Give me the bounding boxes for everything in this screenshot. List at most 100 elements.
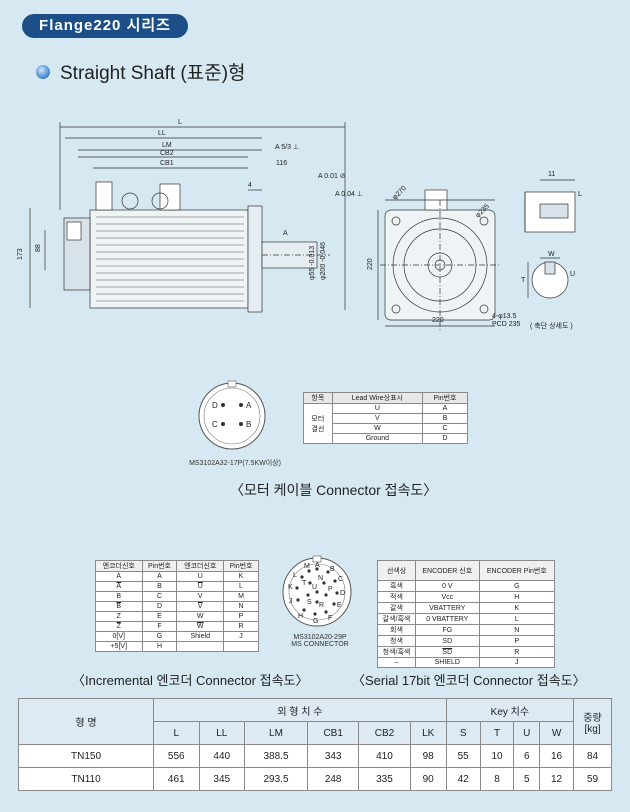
pin-label-A: A [315,562,320,569]
inc-cell: E [141,611,178,622]
dim-cell: 5 [513,767,541,791]
inc-cell: W [176,611,224,622]
inc-cell: D [141,601,178,612]
dim-cell: 55 [445,744,481,768]
inc-cell: R [222,621,260,632]
serial-cell: 흑색 [377,580,416,592]
inc-cell: A [95,571,143,582]
lead-cell: U [331,403,424,414]
serial-cell: SHIELD [414,657,480,668]
serial-cell: 갈색 [377,602,416,614]
serial-cell: H [478,591,556,603]
lead-cell: C [422,423,468,434]
inc-cell: A [141,571,178,582]
dim-cell: TN110 [18,767,154,791]
dim-cell: 12 [539,767,574,791]
table-row: TN110 461 345 293.5 248 335 90 42 8 5 12… [18,767,612,791]
dim-cell: 556 [153,744,200,768]
dim-cell: 16 [539,744,574,768]
dim-col: L [153,721,200,745]
serial-caption: 〈Serial 17bit 엔코더 Connector 접속도〉 [352,673,586,688]
lead-cell: D [422,433,468,444]
svg-text:11: 11 [548,171,555,178]
svg-text:PCD 235: PCD 235 [492,321,521,328]
svg-text:φ270: φ270 [391,185,407,201]
inc-cell: N [222,601,260,612]
dim-cell: 345 [198,767,245,791]
dim-col: LL [198,721,245,745]
pin-label-K: K [288,584,293,591]
bullet-icon [36,64,50,79]
inc-cell: V [176,601,224,612]
dim-cell: 42 [445,767,481,791]
serial-cell: P [478,635,556,647]
motor-drawing: L LL LM CB2 CB1 116 4 173 88 220 220 A A… [17,119,582,330]
dim-cell: 461 [153,767,200,791]
pin-label-M: M [304,563,310,570]
svg-text:A: A [283,230,288,237]
svg-text:φ55 -0.013: φ55 -0.013 [309,246,316,280]
inc-cell: L [222,581,260,592]
serial-cell: SD [414,635,480,647]
svg-text:L: L [578,191,582,198]
serial-header: ENCODER 신호 [414,560,480,581]
dim-L: L [178,119,182,126]
lead-cell: B [422,413,468,424]
dim-col: CB1 [307,721,360,745]
serial-cell: 청색 [377,635,416,647]
svg-text:A 5/3 ⊥: A 5/3 ⊥ [275,144,299,151]
dim-header-outer: 외 형 치 수 [153,698,447,722]
serial-cell: 갈색/흑색 [377,613,416,625]
inc-cell: V [176,591,224,602]
pin-label-P: P [328,586,333,593]
dim-cell: 343 [307,744,360,768]
pin-label-U: U [312,584,317,591]
inc-cell: K [222,571,260,582]
inc-cell: F [141,621,178,632]
inc-cell: Z [95,621,143,632]
pin-label-N: N [318,575,323,582]
pin-B: B [246,420,251,429]
dim-cell: 90 [409,767,447,791]
dim-cell: 440 [198,744,245,768]
svg-text:U: U [570,271,575,278]
incremental-caption: 〈Incremental 엔코더 Connector 접속도〉 [72,673,309,688]
svg-text:CB1: CB1 [160,160,174,167]
inc-cell: W [176,621,224,632]
serial-cell: 적색 [377,591,416,603]
pin-label-D: D [340,590,345,597]
inc-cell: 0[V] [95,631,143,642]
pin-label-F: F [328,615,332,622]
encoder-connector-model: MS3102A20-29P MS CONNECTOR [291,634,349,648]
inc-cell: Shield [176,631,224,642]
dim-col: LM [243,721,309,745]
dim-cell: 293.5 [243,767,309,791]
dim-col: U [513,721,541,745]
dim-cell: 248 [307,767,360,791]
dim-col: T [479,721,515,745]
encoder-connector-face: A B C D E F G H J K L M N P R S T U [282,555,352,627]
serial-cell: J [478,657,556,668]
table-row: TN150 556 440 388.5 343 410 98 55 10 6 1… [18,744,612,768]
svg-text:LM: LM [162,142,172,149]
dim-cell: 6 [513,744,541,768]
serial-cell: VBATTERY [414,602,480,614]
inc-cell: J [222,631,260,642]
svg-text:220: 220 [367,258,374,270]
inc-cell: +5[V] [95,641,143,652]
pin-label-J: J [289,598,293,605]
svg-text:A 0.01 ⊘: A 0.01 ⊘ [318,173,346,180]
lead-header: 항목 [303,392,333,404]
svg-text:A 0.04 ⊥: A 0.04 ⊥ [335,191,363,198]
power-connector-model: MS3102A32-17P(7.5KW이상) [189,460,281,467]
serial-cell: 0 V [414,580,480,592]
serial-cell: – [377,657,416,668]
dim-col: W [539,721,574,745]
inc-cell: M [222,591,260,602]
inc-cell: A [95,581,143,592]
serial-cell: 회색 [377,624,416,636]
dim-header-model: 형 명 [18,698,154,745]
lead-header: Pin번호 [422,392,468,404]
pin-label-E: E [337,602,342,609]
